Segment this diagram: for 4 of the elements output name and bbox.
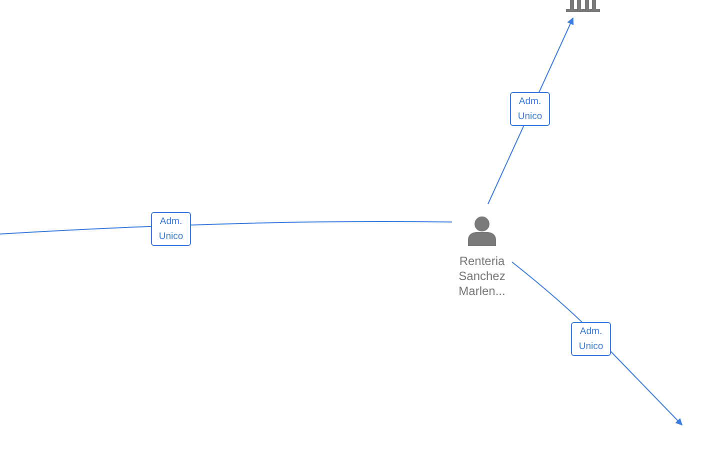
person-name: Renteria Sanchez Marlen...: [458, 254, 506, 299]
edge-label: Adm. Unico: [151, 212, 191, 246]
edge-label: Adm. Unico: [571, 322, 611, 356]
edge-label: Adm. Unico: [510, 92, 550, 126]
